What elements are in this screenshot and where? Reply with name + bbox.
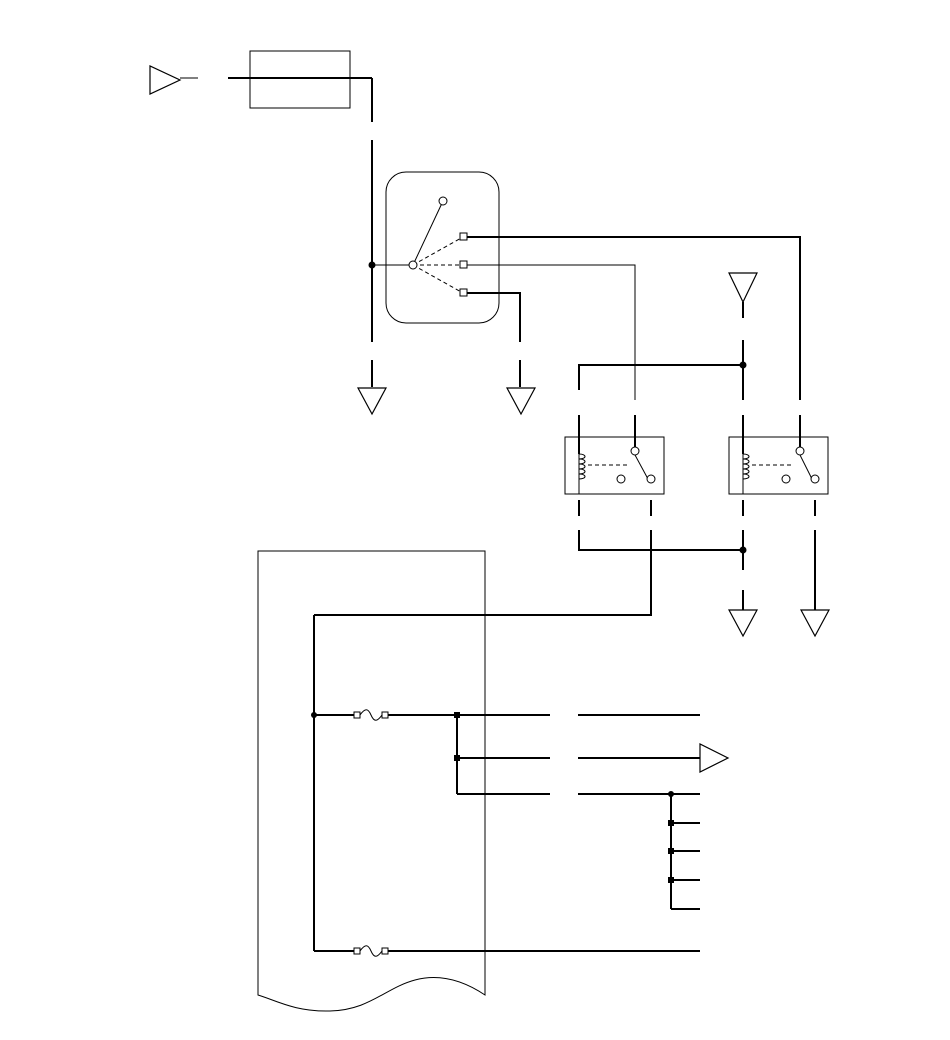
internal-bus	[311, 615, 355, 951]
upper-module	[228, 50, 373, 122]
rotary-switch	[385, 171, 500, 324]
fuse-2	[314, 945, 700, 957]
power-distribution-box	[257, 550, 486, 1012]
fuse-1	[353, 709, 550, 795]
relay-2	[728, 415, 829, 516]
ground-symbol	[356, 387, 388, 416]
outgoing-circuits	[578, 714, 730, 910]
switch-output-wires	[467, 236, 801, 416]
supply-terminal	[578, 272, 758, 400]
source-terminal	[149, 65, 198, 95]
relay-1	[564, 415, 665, 516]
relay-output-wires	[314, 530, 831, 638]
main-feed-wire	[368, 140, 413, 387]
